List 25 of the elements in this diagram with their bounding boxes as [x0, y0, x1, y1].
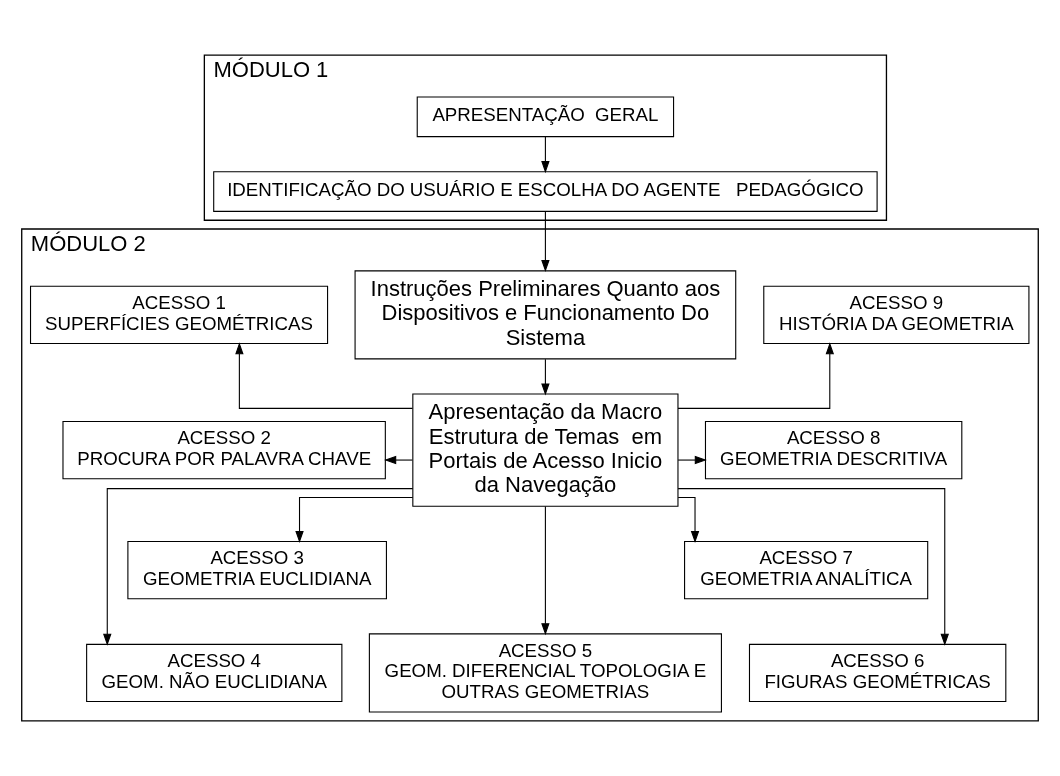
node-box: ACESSO 6 FIGURAS GEOMÉTRICAS — [748, 643, 1007, 703]
node-box: ACESSO 9 HISTÓRIA DA GEOMETRIA — [763, 285, 1030, 344]
arrow — [677, 488, 949, 646]
arrow — [677, 455, 707, 465]
node-box: Apresentação da Macro Estrutura de Temas em Portais de Acesso Inicio da Navegação — [412, 393, 679, 507]
arrow — [541, 211, 550, 273]
arrow — [541, 505, 550, 636]
arrow — [541, 136, 550, 174]
node-box: IDENTIFICAÇÃO DO USUÁRIO E ESCOLHA DO AGENTE PEDAGÓGICO — [213, 171, 878, 212]
node-box: APRESENTAÇÃO GERAL — [416, 96, 675, 138]
arrow — [384, 455, 413, 465]
arrow — [677, 496, 700, 544]
node-box: ACESSO 7 GEOMETRIA ANALÍTICA — [684, 540, 929, 600]
node-box: ACESSO 4 GEOM. NÃO EUCLIDIANA — [86, 643, 343, 703]
node-box: ACESSO 2 PROCURA POR PALAVRA CHAVE — [62, 421, 386, 480]
arrow — [295, 496, 414, 544]
arrow — [103, 488, 414, 646]
node-box: Instruções Preliminares Quanto aos Dispositivos e Funcionamento Do Sistema — [354, 270, 737, 360]
arrow — [541, 358, 550, 396]
arrow — [677, 342, 835, 409]
node-box: ACESSO 5 GEOM. DIFERENCIAL TOPOLOGIA E OUTRAS GEOMETRIAS — [368, 633, 722, 713]
node-box: ACESSO 8 GEOMETRIA DESCRITIVA — [704, 421, 963, 480]
arrow — [235, 342, 414, 409]
node-box: ACESSO 1 SUPERFÍCIES GEOMÉTRICAS — [30, 285, 329, 344]
node-box: ACESSO 3 GEOMETRIA EUCLIDIANA — [127, 540, 387, 600]
